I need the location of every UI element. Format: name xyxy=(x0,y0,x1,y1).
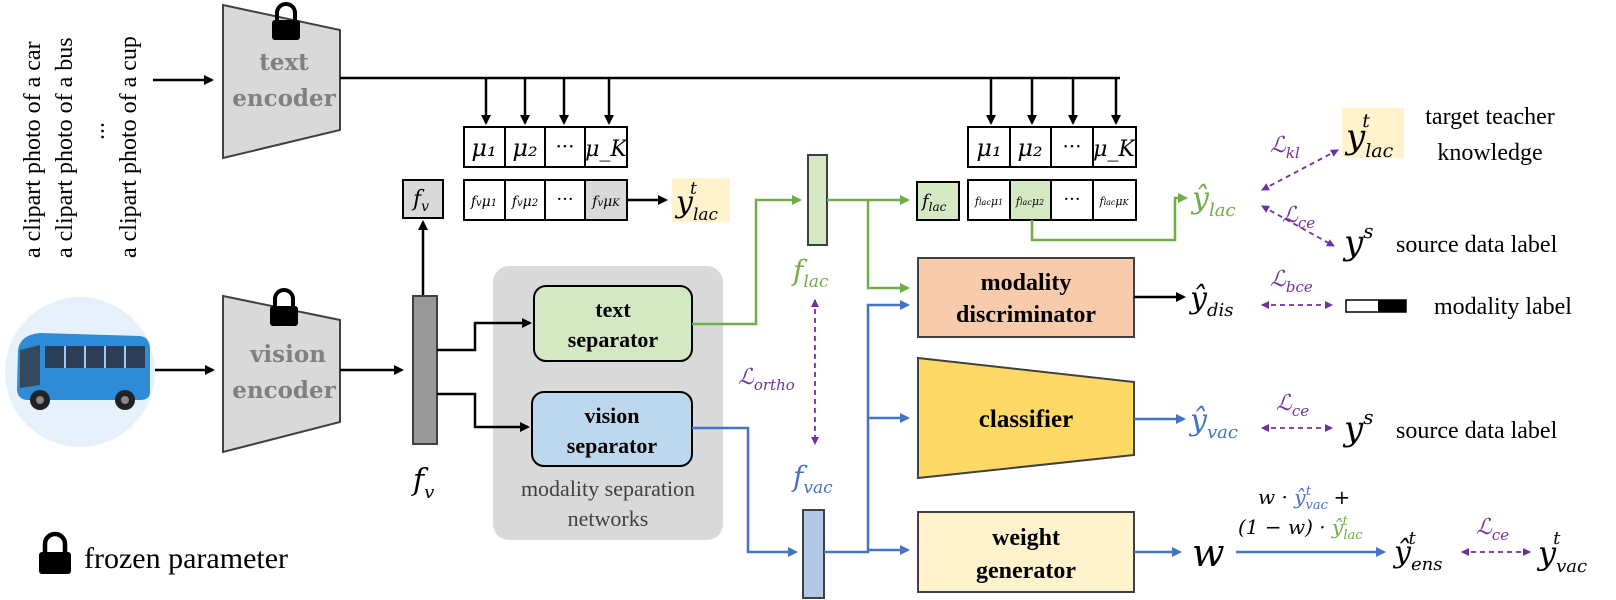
flac-mu-2: flacμ2 xyxy=(1015,195,1044,208)
arrow-fv-to-vision-separator xyxy=(437,392,530,432)
arrow-to-y-hat-lac xyxy=(1030,193,1188,242)
discriminator-label-1: modality xyxy=(981,270,1072,296)
classifier: classifier xyxy=(917,356,1135,480)
fv-mu-2: fvμ2 xyxy=(511,194,538,210)
fv-mu-k: fvμK xyxy=(591,194,620,210)
weight-generator: weight generator xyxy=(917,511,1135,593)
prototype-row-right: μ₁ μ₂ ··· μ_K xyxy=(967,126,1137,168)
prompt-bus: a clipart photo of a bus xyxy=(52,37,78,258)
vision-separator: vision separator xyxy=(531,391,693,467)
lock-icon xyxy=(270,288,298,326)
flac-feature-bar xyxy=(807,154,828,246)
ce-loss-label-mid: ℒce xyxy=(1276,391,1309,420)
separation-group-label-1: modality separation xyxy=(521,476,695,501)
fv-feature-bar xyxy=(412,295,438,445)
prompt-car: a clipart photo of a car xyxy=(20,41,46,258)
similarity-row-right: flacμ1 flacμ2 ··· flacμK xyxy=(967,179,1137,221)
y-lac-t-label: ylact xyxy=(672,178,730,225)
w-symbol: w xyxy=(1192,531,1225,575)
ensemble-formula-line1: w · ŷvact + xyxy=(1258,484,1350,513)
text-feature-bus xyxy=(340,76,1121,125)
target-teacher-label-1: target teacher xyxy=(1425,104,1554,130)
vision-separator-label-1: vision xyxy=(584,403,639,428)
y-hat-ens: ŷenst xyxy=(1392,528,1442,575)
mu-k-right: μ_K xyxy=(1093,137,1136,162)
y-s-mid: ys xyxy=(1342,405,1373,449)
mu-2: μ₂ xyxy=(512,134,537,162)
kl-loss-label: ℒkl xyxy=(1270,133,1300,162)
arrow-vision-separator-to-fvac xyxy=(692,426,798,557)
prompt-ellipsis: ... xyxy=(84,122,110,140)
mu-2-right: μ₂ xyxy=(1017,134,1042,162)
mu-dots-right: ··· xyxy=(1062,134,1081,158)
prototype-row-left: μ₁ μ₂ ··· μ_K xyxy=(463,126,628,168)
fv-mu-dots: ··· xyxy=(556,189,573,210)
arrow-fv-to-text-separator xyxy=(437,318,532,352)
text-encoder-label-1: text xyxy=(259,49,309,76)
source-data-label-top: source data label xyxy=(1396,232,1558,258)
lock-icon xyxy=(272,2,300,40)
ce-loss-label-bottom: ℒce xyxy=(1476,515,1509,544)
flac-mu-k: flacμK xyxy=(1098,195,1129,208)
flac-box: flac xyxy=(916,181,960,221)
y-hat-vac: ŷvac xyxy=(1188,403,1238,443)
ce-loss-label-top: ℒce xyxy=(1282,203,1315,232)
source-data-label-mid: source data label xyxy=(1396,418,1558,444)
flac-label: flac xyxy=(791,254,829,292)
classifier-label: classifier xyxy=(979,406,1073,433)
text-encoder: text encoder xyxy=(222,2,341,160)
vision-encoder: vision encoder xyxy=(222,288,341,454)
text-separator: text separator xyxy=(533,285,693,362)
separation-group-label-2: networks xyxy=(568,506,649,531)
fvac-label: fvac xyxy=(791,460,833,498)
target-teacher-label-2: knowledge xyxy=(1437,140,1542,166)
modality-discriminator: modality discriminator xyxy=(917,257,1135,338)
bus-icon xyxy=(17,333,150,410)
class-prompts: a clipart photo of a car a clipart photo… xyxy=(20,36,142,258)
fv-label: fv xyxy=(411,463,434,503)
y-s-top: ys xyxy=(1342,219,1373,263)
frozen-legend: frozen parameter xyxy=(39,531,288,575)
y-lac-t-target: ylact xyxy=(1342,108,1404,162)
modality-label-text: modality label xyxy=(1434,294,1572,320)
weight-generator-label-1: weight xyxy=(992,525,1060,551)
vision-encoder-label-1: vision xyxy=(249,341,326,368)
ensemble-formula-line2: (1 − w) · ŷlact xyxy=(1238,514,1363,543)
mu-k: μ_K xyxy=(585,137,628,162)
y-hat-dis: ŷdis xyxy=(1188,281,1233,321)
y-vac-t: yvact xyxy=(1536,528,1587,577)
similarity-row-left: fvμ1 fvμ2 ··· fvμK xyxy=(463,179,628,221)
flac-mu-1: flacμ1 xyxy=(974,195,1003,208)
text-encoder-label-2: encoder xyxy=(232,85,336,112)
lock-icon xyxy=(39,531,71,574)
mu-1-right: μ₁ xyxy=(976,134,1001,162)
mu-1: μ₁ xyxy=(471,134,496,162)
fv-box: fv xyxy=(402,179,444,219)
y-hat-lac: ŷlac xyxy=(1190,181,1236,221)
ortho-loss-label: ℒortho xyxy=(738,365,795,394)
weight-generator-label-2: generator xyxy=(976,558,1076,584)
fv-mu-1: fvμ1 xyxy=(470,194,497,210)
bce-loss-label: ℒbce xyxy=(1270,267,1313,296)
mu-dots: ··· xyxy=(555,134,574,158)
fvac-flows xyxy=(824,300,910,555)
flac-flows xyxy=(827,195,910,293)
prompt-cup: a clipart photo of a cup xyxy=(116,36,142,258)
bus-image xyxy=(5,297,155,447)
fvac-feature-bar xyxy=(802,509,825,599)
text-separator-label-1: text xyxy=(595,297,631,322)
discriminator-label-2: discriminator xyxy=(956,302,1096,328)
text-separator-label-2: separator xyxy=(568,327,659,352)
arrow-text-separator-to-flac xyxy=(692,195,802,326)
modality-label-bar xyxy=(1345,299,1407,313)
ce-loss-arrow-top xyxy=(1261,205,1335,247)
vision-separator-label-2: separator xyxy=(567,433,658,458)
flac-mu-dots: ··· xyxy=(1063,189,1080,210)
vision-encoder-label-2: encoder xyxy=(232,377,336,404)
frozen-legend-text: frozen parameter xyxy=(84,542,288,575)
